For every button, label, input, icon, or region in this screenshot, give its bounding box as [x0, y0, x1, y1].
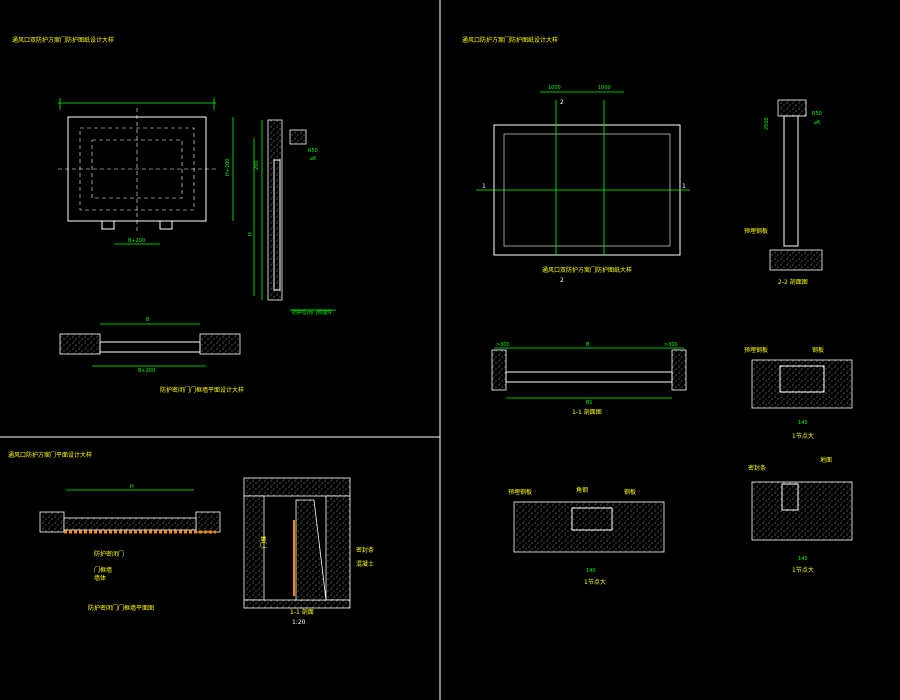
- caption-node-c: 1节点大: [792, 566, 814, 574]
- svg-text:2: 2: [560, 99, 564, 106]
- svg-text:混凝土: 混凝土: [356, 560, 374, 568]
- title-top-right: 通风口防护方案门防护图纸设计大样: [462, 36, 558, 44]
- svg-text:1-1 剖面: 1-1 剖面: [290, 608, 314, 616]
- front-view: 1000 1000 2 2 1 1: [476, 85, 690, 284]
- svg-text:B: B: [586, 342, 590, 348]
- svg-text:140: 140: [798, 556, 808, 562]
- title-top-left: 通风口双防护方案门防护图纸设计大样: [12, 36, 114, 44]
- node-detail-b: 预埋钢板 角钢 钢板 140: [508, 486, 665, 574]
- svg-text:R50: R50: [308, 148, 318, 154]
- svg-text:1: 1: [682, 183, 686, 190]
- svg-text:密封条: 密封条: [356, 546, 374, 554]
- svg-text:H+200: H+200: [225, 159, 231, 177]
- threshold-section: B B+200: [59, 317, 241, 374]
- svg-text:预埋钢板: 预埋钢板: [744, 346, 768, 354]
- svg-text:200: 200: [254, 160, 260, 170]
- door-frame-plan: H+200 B+200: [58, 98, 234, 245]
- svg-text:预埋钢板: 预埋钢板: [508, 488, 532, 496]
- svg-text:B1: B1: [586, 400, 593, 406]
- svg-text:⌀6: ⌀6: [310, 156, 316, 162]
- svg-text:H: H: [130, 484, 134, 490]
- caption-2-2: 2-2 剖面图: [778, 278, 808, 286]
- svg-text:B+200: B+200: [138, 368, 155, 374]
- svg-text:钢板: 钢板: [624, 488, 636, 496]
- svg-text:角钢: 角钢: [576, 486, 588, 494]
- caption-node-a: 1节点大: [792, 432, 814, 440]
- svg-text:墙体: 墙体: [94, 574, 106, 582]
- svg-text:门框墙: 门框墙: [94, 566, 112, 574]
- node-detail-a: 预埋钢板 钢板 140: [744, 346, 853, 426]
- svg-text:H: H: [248, 232, 254, 236]
- svg-text:防护密闭门预埋件: 防护密闭门预埋件: [292, 309, 332, 316]
- svg-text:>300: >300: [496, 342, 510, 348]
- caption-top-left: 防护密闭门门框墙平面设计大样: [160, 386, 244, 394]
- section-1-1-left: 门框 密封条 混凝土 1-1 剖面 1:20: [243, 477, 374, 626]
- svg-text:140: 140: [798, 420, 808, 426]
- svg-text:预埋钢板: 预埋钢板: [744, 227, 768, 235]
- svg-text:1:20: 1:20: [292, 619, 306, 626]
- svg-text:B+200: B+200: [128, 238, 145, 244]
- caption-1-1-right: 1-1 剖面图: [572, 408, 602, 416]
- svg-text:钢板: 钢板: [812, 346, 824, 354]
- svg-text:2500: 2500: [764, 117, 770, 130]
- svg-text:140: 140: [586, 568, 596, 574]
- svg-text:R50: R50: [812, 111, 822, 117]
- floor-plan-section: H 防护密闭门 门框墙 墙体: [39, 484, 221, 582]
- caption-node-b: 1节点大: [584, 578, 606, 586]
- section-1-1-right: >300 >300 B B1: [491, 342, 687, 406]
- node-detail-c: 密封条 地面 140: [748, 456, 853, 562]
- section-2-2: R50 ⌀6 2500 预埋钢板: [744, 99, 823, 271]
- svg-text:1000: 1000: [598, 85, 611, 91]
- svg-text:门框: 门框: [260, 536, 268, 548]
- svg-text:>300: >300: [664, 342, 678, 348]
- title-bottom-left: 通风口防护方案门平面设计大样: [8, 451, 92, 459]
- svg-text:防护密闭门: 防护密闭门: [94, 550, 124, 558]
- svg-text:⌀6: ⌀6: [814, 120, 820, 126]
- caption-bottom-left: 防护密闭门门框墙平面图: [88, 604, 154, 612]
- svg-text:地面: 地面: [820, 456, 832, 464]
- svg-text:2: 2: [560, 277, 564, 284]
- svg-text:1000: 1000: [548, 85, 561, 91]
- svg-text:B: B: [146, 317, 150, 323]
- svg-text:1: 1: [482, 183, 486, 190]
- caption-front-view: 通风口双防护方案门防护图纸大样: [542, 266, 632, 274]
- svg-text:密封条: 密封条: [748, 464, 766, 472]
- door-frame-side-section: 200 H R50 ⌀6 防护密闭门预埋件: [248, 119, 336, 316]
